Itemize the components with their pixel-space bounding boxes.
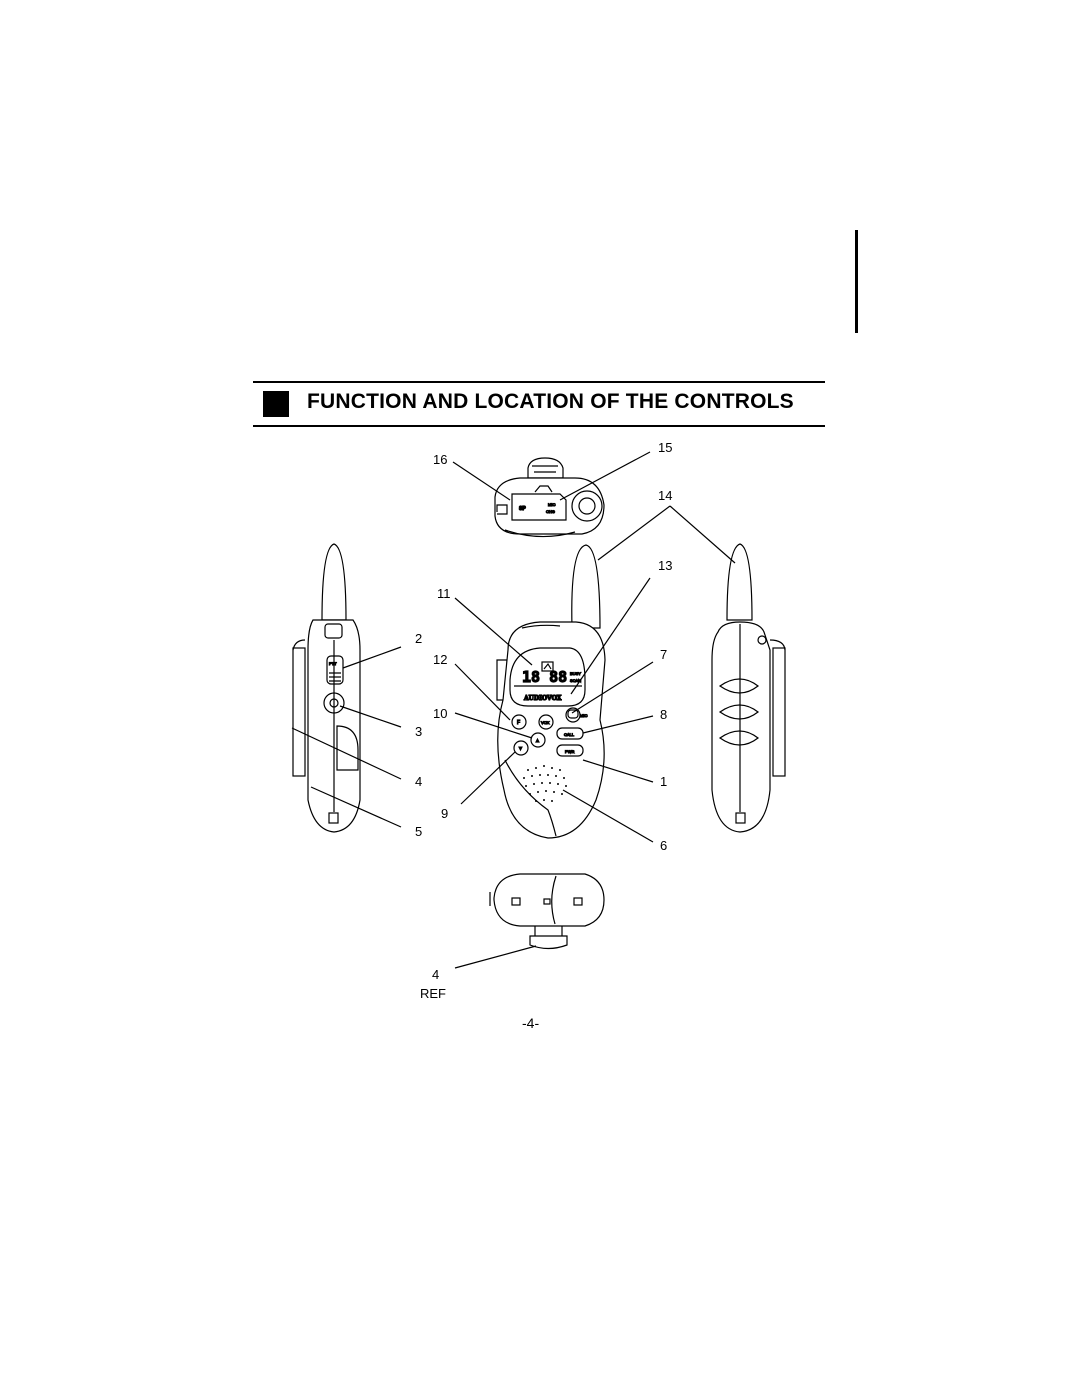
callout-11: 11 bbox=[437, 586, 451, 601]
button-down-arrow: ▼ bbox=[518, 746, 523, 752]
top-view-radio bbox=[494, 457, 605, 538]
heading-rule-bottom bbox=[253, 425, 825, 427]
brand-label: AUDIOVOX bbox=[523, 695, 562, 702]
top-mic-label: MIC bbox=[548, 502, 555, 507]
button-vox-label: VOX bbox=[541, 720, 550, 725]
right-side-view-radio bbox=[711, 543, 786, 833]
callout-2: 2 bbox=[415, 631, 422, 646]
margin-marker-bar bbox=[855, 230, 858, 333]
lcd-scan-label: SCAN bbox=[570, 678, 581, 683]
callout-10: 10 bbox=[433, 706, 447, 721]
callout-6: 6 bbox=[660, 838, 667, 853]
top-chg-label: CHG bbox=[546, 509, 555, 514]
callout-8: 8 bbox=[660, 707, 667, 722]
lcd-digits: 18 88 bbox=[522, 668, 567, 686]
left-side-view-radio bbox=[292, 543, 361, 833]
callout-12: 12 bbox=[433, 652, 447, 667]
section-heading: FUNCTION AND LOCATION OF THE CONTROLS bbox=[307, 390, 794, 413]
callout-4-ref: 4 bbox=[432, 967, 439, 982]
callout-5: 5 bbox=[415, 824, 422, 839]
callout-4: 4 bbox=[415, 774, 422, 789]
callout-15: 15 bbox=[658, 440, 672, 455]
button-mic-label: MIC bbox=[580, 713, 587, 718]
page-number: -4- bbox=[522, 1015, 540, 1031]
callout-9: 9 bbox=[441, 806, 448, 821]
side-ptt-label: PTT bbox=[329, 661, 337, 666]
callout-3: 3 bbox=[415, 724, 422, 739]
callout-ref-label: REF bbox=[420, 986, 446, 1001]
leader-lines bbox=[291, 451, 736, 969]
speaker-grille bbox=[523, 765, 567, 802]
callout-7: 7 bbox=[660, 647, 667, 662]
top-sp-label: SP bbox=[519, 506, 526, 512]
button-call-label: CALL bbox=[564, 732, 575, 737]
bottom-view-radio bbox=[489, 873, 605, 950]
heading-square-bullet bbox=[263, 391, 289, 417]
callout-16: 16 bbox=[433, 452, 447, 467]
button-pwr-label: PWR bbox=[565, 749, 574, 754]
callout-1: 1 bbox=[660, 774, 667, 789]
button-f-label: F bbox=[517, 720, 520, 726]
callout-13: 13 bbox=[658, 558, 672, 573]
lcd-busy-label: BUSY bbox=[570, 671, 581, 676]
front-view-radio bbox=[496, 544, 606, 839]
button-up-arrow: ▲ bbox=[535, 738, 540, 744]
heading-rule-top bbox=[253, 381, 825, 383]
callout-14: 14 bbox=[658, 488, 672, 503]
